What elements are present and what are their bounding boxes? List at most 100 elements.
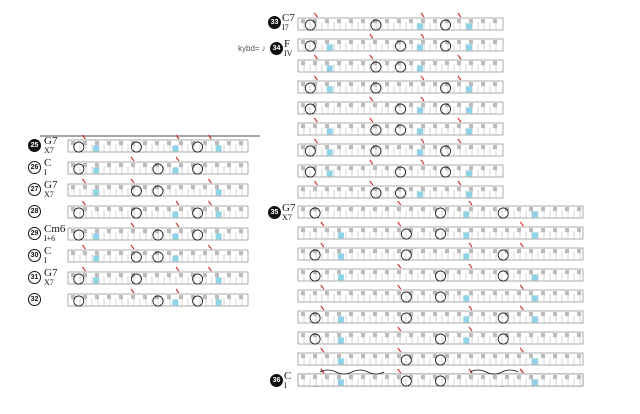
black-key [445, 19, 449, 24]
black-key [469, 187, 473, 192]
black-key [71, 141, 75, 146]
red-mark [397, 284, 402, 290]
black-key [385, 249, 389, 254]
black-key [361, 40, 365, 45]
black-key [565, 291, 569, 296]
black-key [313, 270, 317, 275]
red-mark [420, 75, 425, 81]
black-key [445, 145, 449, 150]
black-key [565, 312, 569, 317]
black-key [385, 187, 389, 192]
black-key [397, 228, 401, 233]
finger-box [172, 145, 179, 152]
red-mark [320, 347, 325, 353]
black-key [167, 229, 171, 234]
black-key [529, 249, 533, 254]
red-mark [397, 263, 402, 269]
black-key [445, 354, 449, 359]
black-key [373, 207, 377, 212]
black-key [71, 251, 75, 256]
red-mark [457, 12, 462, 18]
black-key [155, 229, 159, 234]
black-key [301, 166, 305, 171]
black-key [83, 163, 87, 168]
black-key [227, 207, 231, 212]
black-key [493, 124, 497, 129]
black-key [373, 312, 377, 317]
black-key [397, 82, 401, 87]
finger-box [326, 65, 333, 72]
black-key [361, 61, 365, 66]
black-key [409, 61, 413, 66]
black-key [203, 273, 207, 278]
red-mark [207, 134, 212, 140]
roman-numeral: I [44, 168, 47, 177]
black-key [337, 375, 341, 380]
finger-box [337, 316, 344, 323]
roman-numeral: I7 [282, 23, 289, 32]
black-key [493, 291, 497, 296]
black-key [143, 295, 147, 300]
black-key [107, 141, 111, 146]
black-key [385, 270, 389, 275]
black-key [361, 166, 365, 171]
black-key [373, 354, 377, 359]
roman-numeral: X7 [44, 278, 54, 287]
black-key [433, 354, 437, 359]
black-key [191, 163, 195, 168]
black-key [143, 141, 147, 146]
red-mark [175, 288, 180, 294]
black-key [553, 375, 557, 380]
black-key [565, 228, 569, 233]
black-key [493, 354, 497, 359]
black-key [433, 333, 437, 338]
black-key [421, 40, 425, 45]
black-key [433, 103, 437, 108]
black-key [469, 124, 473, 129]
black-key [577, 270, 581, 275]
black-key [493, 228, 497, 233]
black-key [445, 82, 449, 87]
black-key [481, 312, 485, 317]
black-key [119, 207, 123, 212]
black-key [313, 354, 317, 359]
black-key [167, 207, 171, 212]
black-key [445, 166, 449, 171]
black-key [325, 312, 329, 317]
finger-box [326, 128, 333, 135]
red-mark [519, 284, 524, 290]
black-key [191, 229, 195, 234]
black-key [83, 273, 87, 278]
black-key [301, 187, 305, 192]
black-key [445, 312, 449, 317]
black-key [361, 187, 365, 192]
black-key [373, 82, 377, 87]
black-key [541, 333, 545, 338]
finger-box [466, 170, 473, 177]
black-key [445, 333, 449, 338]
black-key [373, 166, 377, 171]
black-key [433, 82, 437, 87]
black-key [337, 82, 341, 87]
black-key [325, 207, 329, 212]
black-key [349, 187, 353, 192]
finger-box [326, 149, 333, 156]
note-circle [370, 61, 382, 73]
black-key [553, 291, 557, 296]
black-key [529, 375, 533, 380]
black-key [373, 61, 377, 66]
black-key [541, 312, 545, 317]
finger-box [326, 86, 333, 93]
black-key [119, 273, 123, 278]
red-mark [313, 180, 318, 186]
black-key [433, 249, 437, 254]
black-key [541, 291, 545, 296]
black-key [385, 333, 389, 338]
black-key [445, 291, 449, 296]
black-key [71, 229, 75, 234]
black-key [409, 375, 413, 380]
black-key [107, 185, 111, 190]
black-key [301, 375, 305, 380]
black-key [421, 103, 425, 108]
black-key [349, 291, 353, 296]
